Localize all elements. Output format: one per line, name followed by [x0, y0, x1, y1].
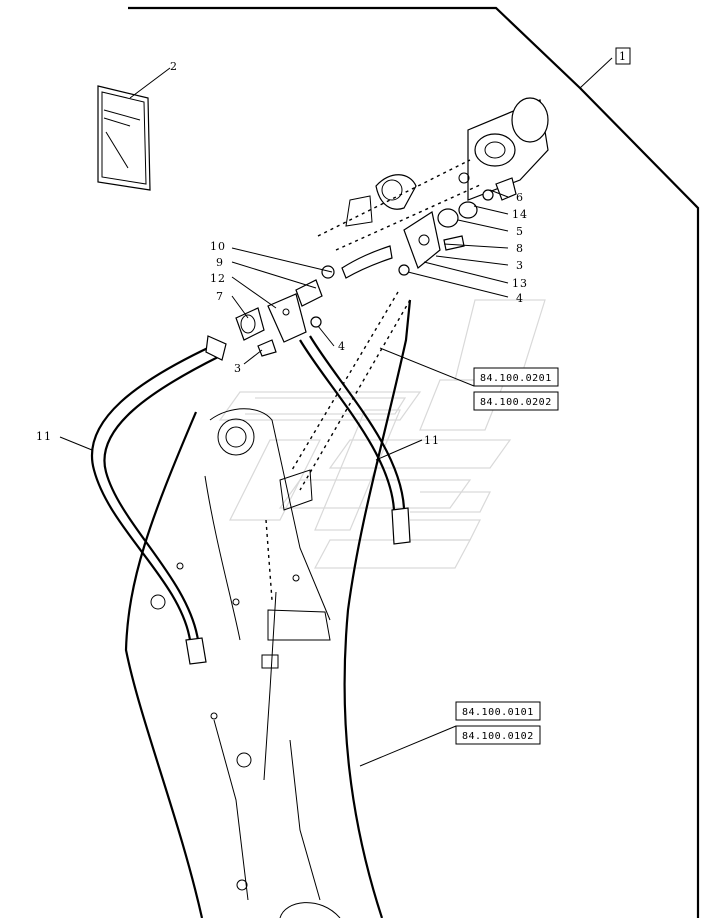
reference-code-84-100-0201: 84.100.0201: [480, 373, 552, 384]
callout-2: 2: [170, 60, 178, 73]
boom-arm: [124, 299, 412, 918]
frame-bracket: [128, 6, 700, 918]
callout-12: 12: [210, 272, 226, 285]
hose-fittings: [235, 245, 411, 491]
callout-3-right: 3: [516, 259, 524, 272]
reference-code-84-100-0202: 84.100.0202: [480, 397, 552, 408]
reference-code-84-100-0102: 84.100.0102: [462, 731, 534, 742]
callout-10: 10: [210, 240, 226, 253]
callout-11-right: 11: [424, 434, 440, 447]
reference-code-84-100-0101: 84.100.0101: [462, 707, 534, 718]
valve-block-assembly: [317, 97, 549, 276]
manual-booklet: [97, 85, 151, 191]
reference-code-boxes: [455, 47, 631, 745]
callout-4-left: 4: [338, 340, 346, 353]
callout-leaders: [59, 57, 613, 767]
callout-13: 13: [512, 277, 528, 290]
callout-5: 5: [516, 225, 524, 238]
callout-11-left: 11: [36, 430, 52, 443]
callout-1: 1: [619, 50, 627, 63]
callout-3-left: 3: [234, 362, 242, 375]
callout-4-right: 4: [516, 292, 524, 305]
reference-code-labels: 84.100.0201 84.100.0202 84.100.0101 84.1…: [462, 373, 552, 742]
watermark-logo: [218, 299, 546, 569]
callout-9: 9: [216, 256, 224, 269]
hydraulic-hose-left: [91, 335, 227, 665]
callout-6: 6: [516, 191, 524, 204]
callout-7: 7: [216, 290, 224, 303]
callout-8: 8: [516, 242, 524, 255]
callout-14: 14: [512, 208, 528, 221]
hydraulic-hose-right: [299, 335, 411, 545]
part-callout-labels: 1 2 10 9 12 7 3 4 6 14 5 8 3 13 4 11 11: [36, 50, 627, 447]
